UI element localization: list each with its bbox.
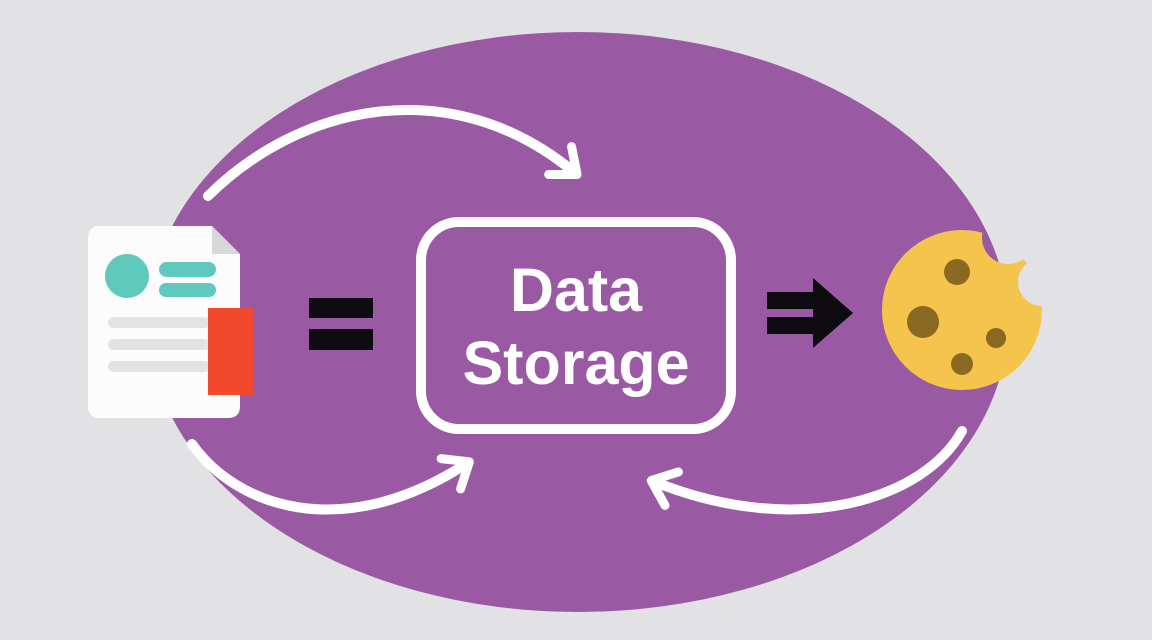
cookie-icon [882,230,1042,390]
document-red-tab [208,308,253,395]
document-fold-corner [212,226,240,254]
document-teal-lines [159,262,216,297]
data-storage-box: Data Storage [416,217,736,434]
document-text-lines [108,317,210,372]
document-bullet-circle [105,254,149,298]
equals-icon [309,298,373,350]
data-storage-label-line2: Storage [462,329,689,397]
curved-arrows [187,105,967,515]
curved-arrow-top [203,105,582,201]
cookie-body [882,230,1042,390]
document-icon [88,226,253,418]
curved-arrow-bottom-left [187,439,474,515]
cookie-chips [907,259,1006,375]
data-storage-label-line1: Data [510,256,643,324]
data-storage-box-outline [416,217,736,434]
arrow-right-icon [767,278,853,348]
curved-arrow-bottom-right [646,426,967,515]
